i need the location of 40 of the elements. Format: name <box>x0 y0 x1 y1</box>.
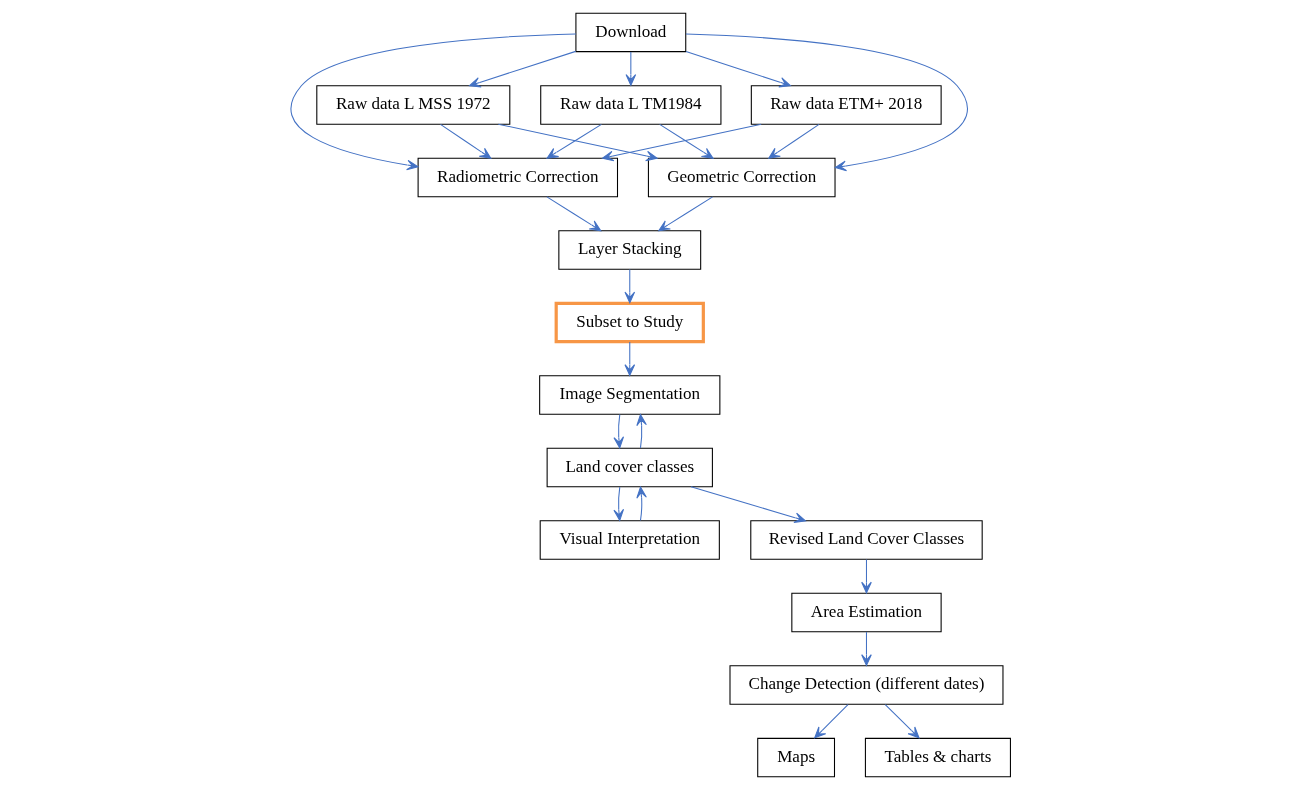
arrow <box>439 123 491 159</box>
node-box: Image Segmentation <box>538 374 720 415</box>
arrow <box>884 703 920 738</box>
node-box: Tables & charts <box>864 737 1011 777</box>
node-box: Visual Interpretation <box>539 519 720 560</box>
arrow <box>690 485 806 523</box>
arrow <box>623 341 635 376</box>
arrow <box>546 123 602 159</box>
node-box: Raw data L MSS 1972 <box>315 84 510 125</box>
arrow <box>497 123 658 161</box>
arrow <box>813 703 849 738</box>
node-box: Layer Stacking <box>557 229 701 270</box>
arrow <box>625 50 636 86</box>
node-box: Subset to Study <box>554 301 705 343</box>
arrow <box>612 486 624 521</box>
arrow <box>684 33 968 171</box>
arrow <box>635 486 647 521</box>
arrow <box>545 195 601 231</box>
node-box: Geometric Correction <box>647 157 836 197</box>
arrow <box>767 123 820 159</box>
arrow <box>658 123 714 159</box>
node-box: Area Estimation <box>790 592 942 632</box>
node-box: Radiometric Correction <box>417 157 618 197</box>
arrow <box>468 50 576 88</box>
arrow <box>860 631 872 666</box>
arrow <box>623 268 635 303</box>
node-box: Change Detection (different dates) <box>728 664 1003 705</box>
node-box: Raw data ETM+ 2018 <box>750 84 942 125</box>
arrow <box>685 50 791 87</box>
arrow <box>612 413 624 448</box>
arrow <box>860 558 872 593</box>
node-box: Raw data L TM1984 <box>539 84 721 125</box>
node-box: Maps <box>756 737 835 777</box>
arrow <box>601 123 762 161</box>
arrow <box>290 32 576 170</box>
arrow <box>635 413 647 448</box>
node-box: Download <box>574 12 686 52</box>
arrow <box>657 195 713 231</box>
node-box: Land cover classes <box>546 447 713 487</box>
node-box: Revised Land Cover Classes <box>749 519 983 560</box>
